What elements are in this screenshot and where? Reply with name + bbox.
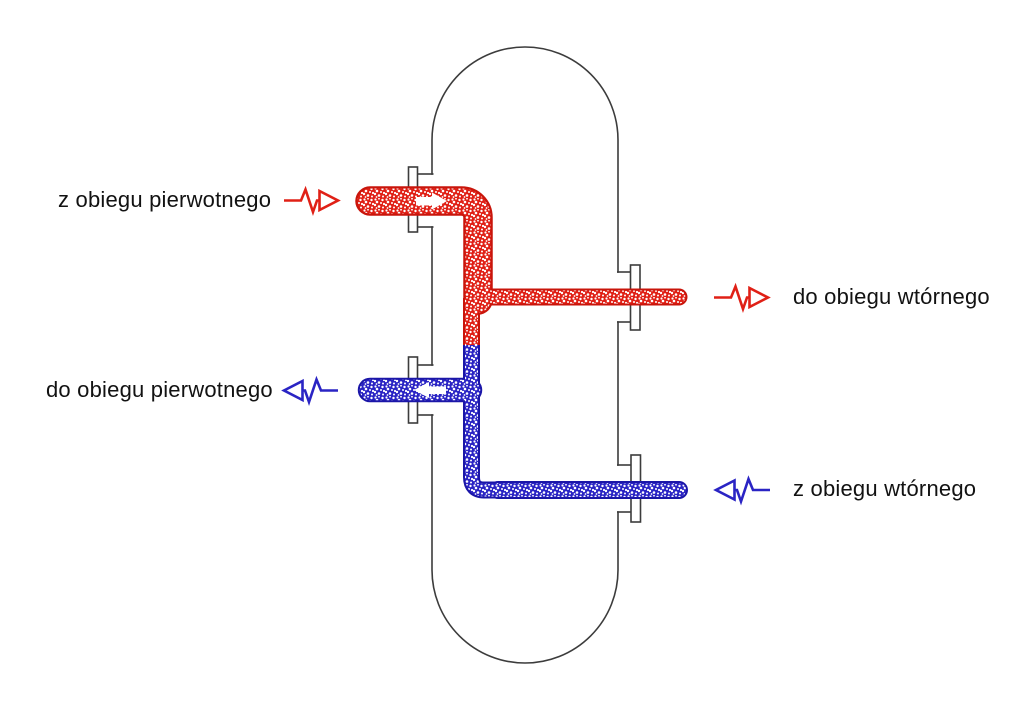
separator-vessel: [407, 46, 642, 664]
hot-pipe: [355, 186, 688, 347]
flow-arrow-hot-out-icon: [712, 285, 770, 311]
label-primary-return: do obiegu pierwotnego: [46, 377, 273, 402]
flow-arrow-cold-return-icon: [282, 378, 340, 404]
label-secondary-supply: do obiegu wtórnego: [793, 284, 990, 309]
flow-arrow-cold-in-icon: [714, 477, 772, 503]
white-arrow-left-icon: [414, 382, 446, 398]
white-arrow-right-icon: [416, 192, 447, 210]
pipe-flow-arrows: [414, 192, 447, 398]
label-primary-supply: z obiegu pierwotnego: [58, 187, 272, 212]
label-secondary-return: z obiegu wtórnego: [793, 476, 977, 501]
flow-arrow-hot-in-icon: [282, 188, 340, 214]
vessel-shell: [431, 46, 619, 664]
